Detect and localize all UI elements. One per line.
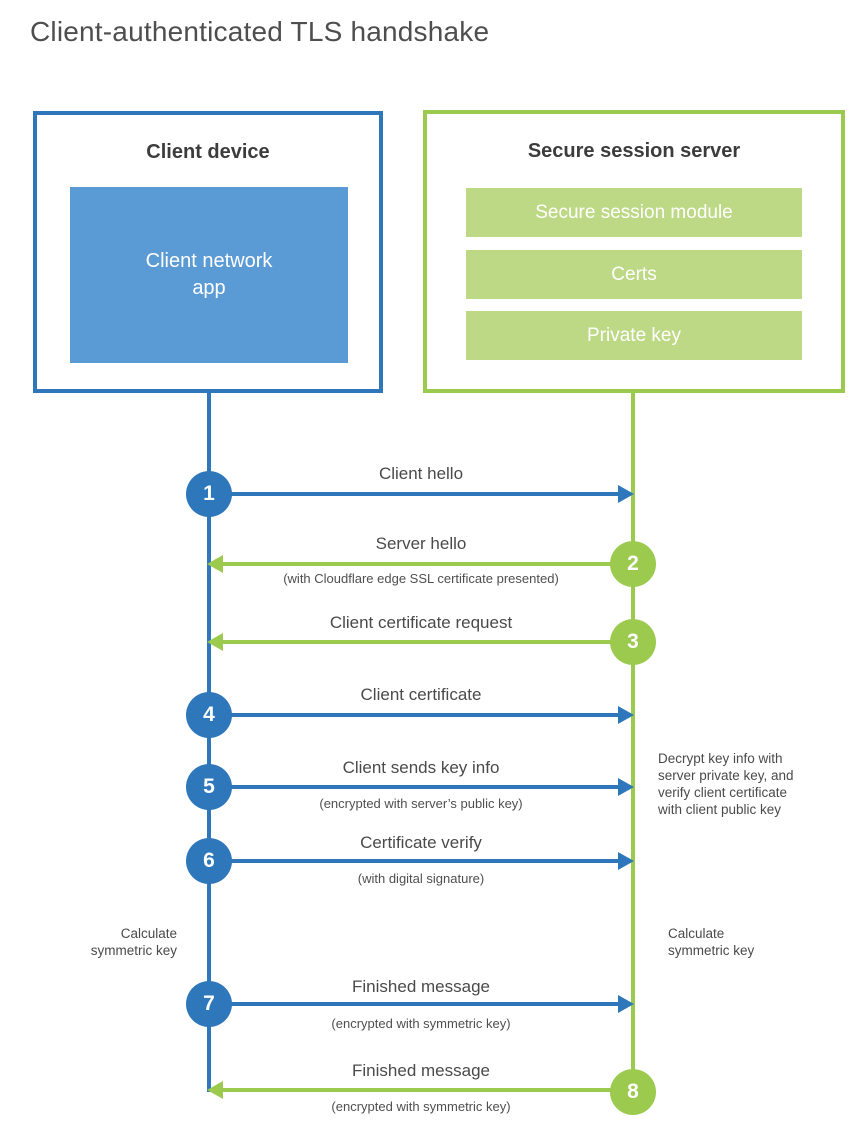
client-device-title: Client device bbox=[146, 141, 270, 163]
step-circle-4: 4 bbox=[186, 692, 232, 738]
arrow-line-step7 bbox=[209, 1002, 619, 1006]
message-sub-server-hello: (with Cloudflare edge SSL certificate pr… bbox=[283, 571, 559, 586]
step-number: 3 bbox=[627, 630, 639, 653]
step-circle-6: 6 bbox=[186, 838, 232, 884]
step-circle-2: 2 bbox=[610, 541, 656, 587]
step-number: 5 bbox=[203, 775, 215, 798]
arrow-head-left-icon bbox=[207, 1081, 223, 1099]
arrow-line-step4 bbox=[209, 713, 619, 717]
step-circle-3: 3 bbox=[610, 619, 656, 665]
step-circle-7: 7 bbox=[186, 981, 232, 1027]
message-label-finished-server: Finished message bbox=[352, 1061, 490, 1080]
arrow-line-step6 bbox=[209, 859, 619, 863]
step-number: 6 bbox=[203, 849, 215, 872]
arrow-head-right-icon bbox=[618, 485, 634, 503]
message-label-certificate-verify: Certificate verify bbox=[360, 833, 482, 852]
message-label-client-certificate: Client certificate bbox=[360, 685, 482, 704]
decrypt-key-note: Decrypt key info with server private key… bbox=[658, 751, 794, 817]
arrow-head-left-icon bbox=[207, 633, 223, 651]
message-sub-finished-server: (encrypted with symmetric key) bbox=[331, 1099, 511, 1114]
arrow-line-step8 bbox=[221, 1088, 633, 1092]
step-number: 4 bbox=[203, 703, 215, 726]
server-module-secure-session: Secure session module bbox=[466, 188, 802, 237]
client-lifeline bbox=[207, 391, 211, 1092]
step-circle-1: 1 bbox=[186, 471, 232, 517]
server-module-certs: Certs bbox=[466, 250, 802, 299]
arrow-head-right-icon bbox=[618, 852, 634, 870]
message-sub-finished-client: (encrypted with symmetric key) bbox=[331, 1016, 511, 1031]
message-label-finished-client: Finished message bbox=[352, 977, 490, 996]
message-sub-client-key-info: (encrypted with server’s public key) bbox=[319, 796, 523, 811]
step-circle-5: 5 bbox=[186, 764, 232, 810]
secure-session-server-title: Secure session server bbox=[527, 140, 741, 162]
message-sub-certificate-verify: (with digital signature) bbox=[357, 871, 485, 886]
message-label-client-cert-request: Client certificate request bbox=[329, 613, 513, 632]
arrow-head-left-icon bbox=[207, 555, 223, 573]
message-label-client-key-info: Client sends key info bbox=[342, 758, 500, 777]
message-label-server-hello: Server hello bbox=[375, 534, 467, 553]
step-number: 8 bbox=[627, 1080, 639, 1103]
server-lifeline bbox=[631, 391, 635, 1093]
message-label-client-hello: Client hello bbox=[378, 464, 464, 483]
arrow-line-step3 bbox=[221, 640, 633, 644]
arrow-head-right-icon bbox=[618, 778, 634, 796]
step-number: 7 bbox=[203, 992, 215, 1015]
calculate-symmetric-key-client: Calculate symmetric key bbox=[90, 926, 177, 958]
arrow-head-right-icon bbox=[618, 995, 634, 1013]
arrow-line-step5 bbox=[209, 785, 619, 789]
server-module-private-key: Private key bbox=[466, 311, 802, 360]
calculate-symmetric-key-server: Calculate symmetric key bbox=[668, 926, 755, 958]
step-number: 2 bbox=[627, 552, 639, 575]
client-network-app-box: Client network app bbox=[70, 187, 348, 363]
arrow-line-step2 bbox=[221, 562, 633, 566]
step-number: 1 bbox=[203, 482, 215, 505]
arrow-line-step1 bbox=[209, 492, 619, 496]
step-circle-8: 8 bbox=[610, 1069, 656, 1115]
arrow-head-right-icon bbox=[618, 706, 634, 724]
page-title: Client-authenticated TLS handshake bbox=[30, 16, 490, 47]
